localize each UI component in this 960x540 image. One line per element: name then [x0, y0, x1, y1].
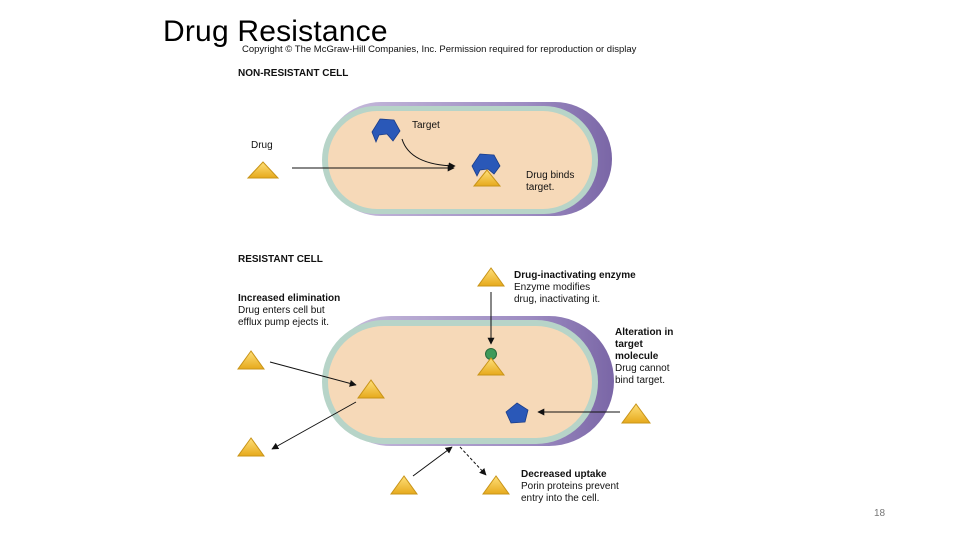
efflux-exit-arrow — [271, 401, 357, 450]
uptake-line-1: Porin proteins prevent — [521, 481, 619, 492]
page-number: 18 — [874, 508, 886, 519]
target-move-arrow — [401, 138, 456, 170]
binds-line-1: Drug binds — [526, 170, 574, 181]
drug-triangle — [482, 475, 510, 495]
drug-bound-target — [471, 153, 502, 187]
drug-triangle — [477, 267, 505, 287]
binds-line-2: target. — [526, 182, 554, 193]
uptake-title: Decreased uptake — [521, 469, 607, 480]
resistant-cell — [322, 316, 614, 446]
efflux-entry-arrow — [269, 361, 357, 387]
drug-triangle — [237, 437, 265, 457]
non-resistant-heading: NON-RESISTANT CELL — [238, 68, 348, 79]
altered-target-icon — [505, 402, 529, 424]
uptake-dashed-arrow — [459, 446, 487, 476]
inactivated-drug — [476, 348, 506, 376]
non-resistant-cell — [322, 102, 612, 216]
alteration-title-3: molecule — [615, 351, 659, 362]
uptake-line-2: entry into the cell. — [521, 493, 599, 504]
alteration-line-2: bind target. — [615, 375, 665, 386]
drug-label: Drug — [251, 140, 273, 151]
drug-triangle — [357, 379, 385, 399]
copyright-notice: Copyright © The McGraw-Hill Companies, I… — [242, 44, 637, 55]
enzyme-line-1: Enzyme modifies — [514, 282, 590, 293]
elimination-line-2: efflux pump ejects it. — [238, 317, 329, 328]
cell-cytoplasm — [328, 326, 592, 438]
elimination-title: Increased elimination — [238, 293, 340, 304]
uptake-blocked-arrow — [412, 446, 453, 477]
drug-triangle — [621, 403, 651, 424]
enzyme-title: Drug-inactivating enzyme — [514, 270, 636, 281]
drug-triangle — [237, 350, 265, 370]
alteration-title-2: target — [615, 339, 643, 350]
cell-cytoplasm — [328, 111, 592, 209]
enzyme-line-2: drug, inactivating it. — [514, 294, 600, 305]
drug-triangle — [246, 161, 280, 179]
target-label: Target — [412, 120, 440, 131]
resistant-heading: RESISTANT CELL — [238, 254, 323, 265]
drug-triangle — [390, 475, 418, 495]
slide-title: Drug Resistance — [163, 15, 388, 48]
elimination-line-1: Drug enters cell but — [238, 305, 325, 316]
alteration-line-1: Drug cannot — [615, 363, 670, 374]
target-icon — [371, 118, 401, 144]
alteration-title-1: Alteration in — [615, 327, 673, 338]
